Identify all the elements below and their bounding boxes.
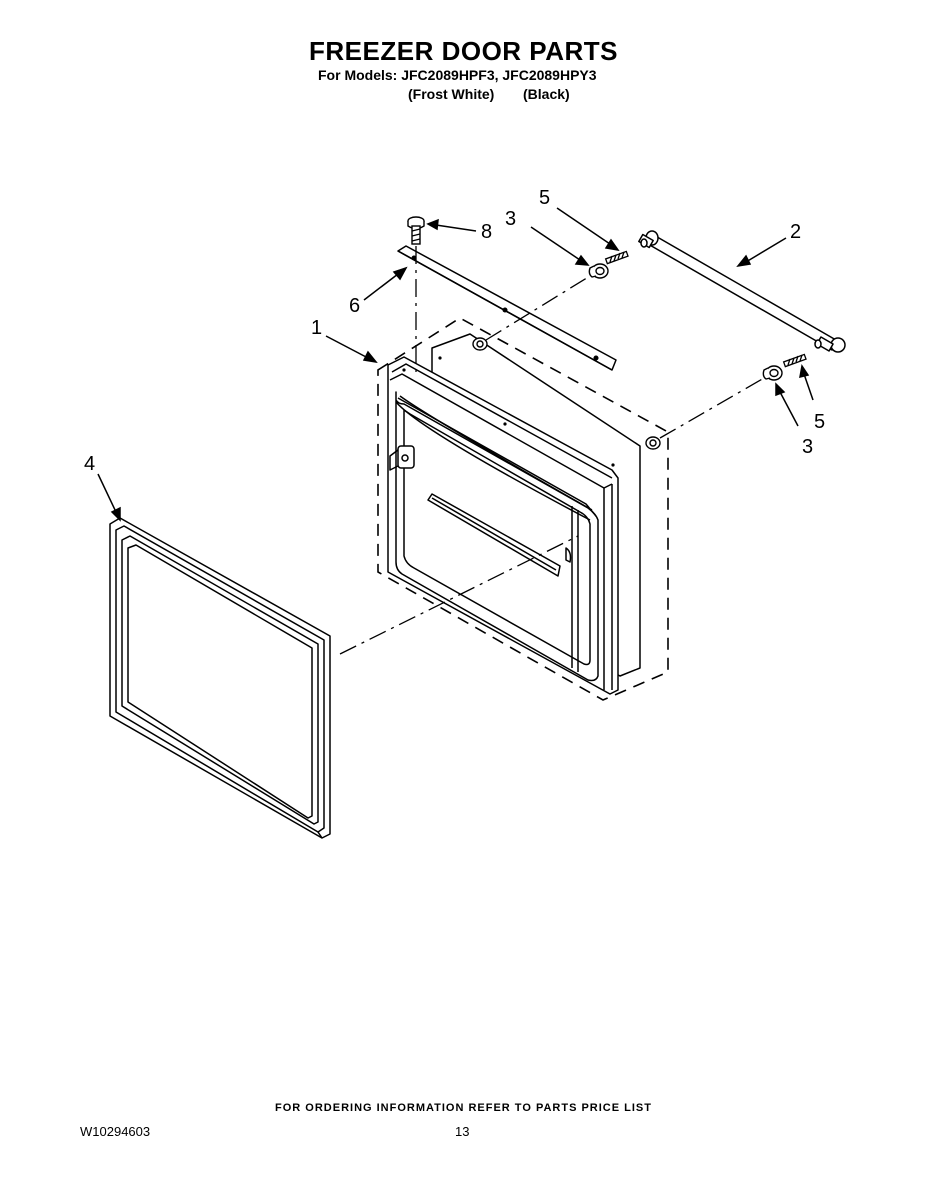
callout-8: 8 — [481, 221, 492, 243]
freezer-door-panel — [387, 333, 641, 695]
callout-5-bottom: 5 — [814, 411, 825, 433]
callout-3-bottom: 3 — [802, 436, 813, 458]
finish-frost-white: (Frost White) — [408, 86, 495, 102]
bushings — [588, 263, 783, 381]
callout-4: 4 — [84, 453, 95, 475]
plate-holes — [402, 356, 615, 467]
callout-6: 6 — [349, 295, 360, 317]
door-shelf-rod — [638, 230, 846, 353]
leader-arrows — [97, 207, 814, 522]
page-number: 13 — [455, 1124, 470, 1139]
door-gasket — [109, 517, 331, 839]
callout-2: 2 — [790, 221, 801, 243]
finish-black: (Black) — [523, 86, 570, 102]
door-assembly-dashed-outline — [377, 317, 669, 701]
page-title: FREEZER DOOR PARTS — [309, 36, 618, 66]
callout-5-top: 5 — [539, 187, 550, 209]
assembly-lines — [339, 246, 765, 655]
document-number: W10294603 — [80, 1124, 151, 1139]
callout-3-top: 3 — [505, 208, 516, 230]
screw — [407, 216, 425, 245]
callout-1: 1 — [311, 317, 322, 339]
hinge-strap — [397, 245, 617, 371]
hinge-pins — [604, 250, 807, 368]
door-pivot-bushings — [472, 337, 661, 450]
ordering-note: FOR ORDERING INFORMATION REFER TO PARTS … — [275, 1102, 652, 1114]
models-line: For Models: JFC2089HPF3, JFC2089HPY3 — [318, 67, 597, 83]
